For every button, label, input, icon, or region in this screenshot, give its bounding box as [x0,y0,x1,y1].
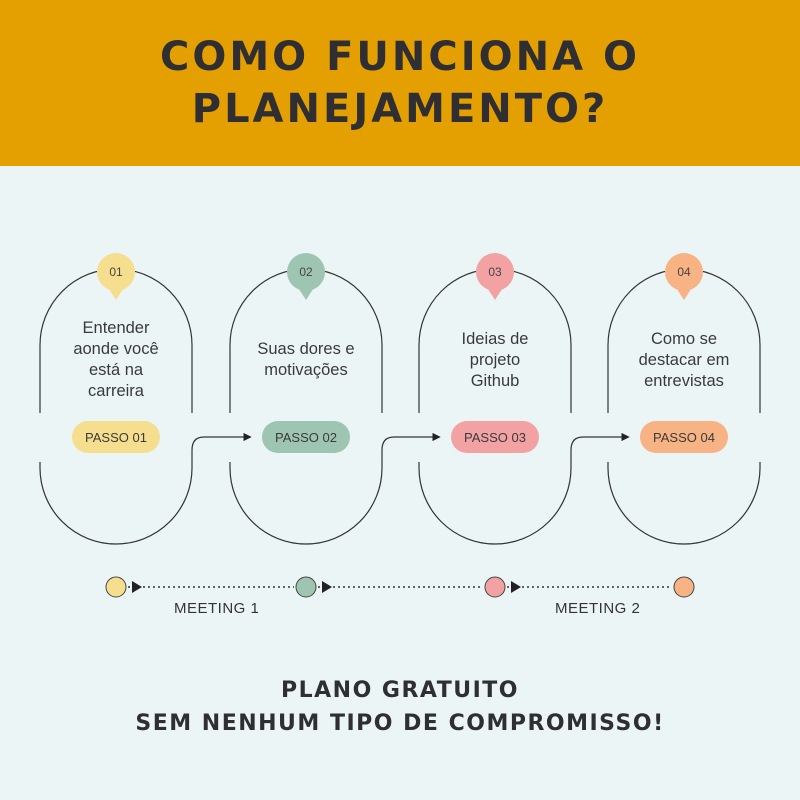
footer: PLANO GRATUITO SEM NENHUM TIPO DE COMPRO… [0,674,800,740]
step-4-description-line: entrevistas [644,371,724,390]
step-3-badge: PASSO 03 [451,421,539,453]
step-2-badge: PASSO 02 [262,421,350,453]
step-1-pin-tip [107,286,125,300]
timeline-arrow-3-icon [511,581,521,593]
timeline-dot-1 [105,576,127,598]
step-4-pin-tip [675,286,693,300]
step-3-description-line: Github [470,371,520,390]
step-1-description-line: Entender [82,319,150,337]
step-1-arrow [191,432,252,462]
step-3-number: 03 [488,265,502,279]
step-3-arrow [570,432,630,462]
step-4-description: Como se destacar em entrevistas [624,329,744,392]
step-1-description: Entender aonde você está na carreira [56,318,176,402]
step-3-pin-tip [486,286,504,300]
step-2-number: 02 [299,265,313,279]
step-2-pin-icon [287,253,325,291]
meeting-1-label: MEETING 1 [174,600,260,617]
step-1-pin-icon [97,253,135,291]
step-1-badge: PASSO 01 [72,421,160,453]
step-2-arrow [381,432,441,462]
step-2-description-line: Suas dores e [257,340,355,358]
step-2-outline [229,268,383,545]
step-1-number: 01 [109,265,123,279]
step-3-pin-icon [476,253,514,291]
meeting-2-label: MEETING 2 [555,600,641,617]
step-2-pin-tip [297,286,315,300]
step-4-number: 04 [677,265,691,279]
step-4-pin-icon [665,253,703,291]
step-4-description-line: Como se [650,329,718,348]
step-4-description-line: destacar em [638,350,730,369]
step-1-description-line: carreira [88,382,144,400]
page-title-line-2: PLANEJAMENTO? [191,86,609,132]
header-banner: COMO FUNCIONA O PLANEJAMENTO? [0,0,800,166]
step-3-description-line: projeto [469,350,521,369]
timeline-dot-2 [295,576,317,598]
page-title-line-1: COMO FUNCIONA O [160,34,640,80]
footer-line-2: SEM NENHUM TIPO DE COMPROMISSO! [135,711,665,736]
timeline-arrow-1-icon [132,581,142,593]
timeline-dot-3 [484,576,506,598]
step-1-description-line: aonde você [73,340,159,358]
footer-line-1: PLANO GRATUITO [280,678,520,703]
step-3-outline [418,268,572,545]
step-2-description-line: motivações [264,361,348,379]
timeline-dot-4 [673,576,695,598]
step-2-description: Suas dores e motivações [246,339,366,381]
step-4-outline [607,268,761,545]
step-4-badge: PASSO 04 [640,421,728,453]
timeline-arrow-2-icon [322,581,332,593]
step-1-description-line: está na [88,361,144,379]
step-3-description-line: Ideias de [461,329,529,348]
step-1-outline [39,268,193,545]
